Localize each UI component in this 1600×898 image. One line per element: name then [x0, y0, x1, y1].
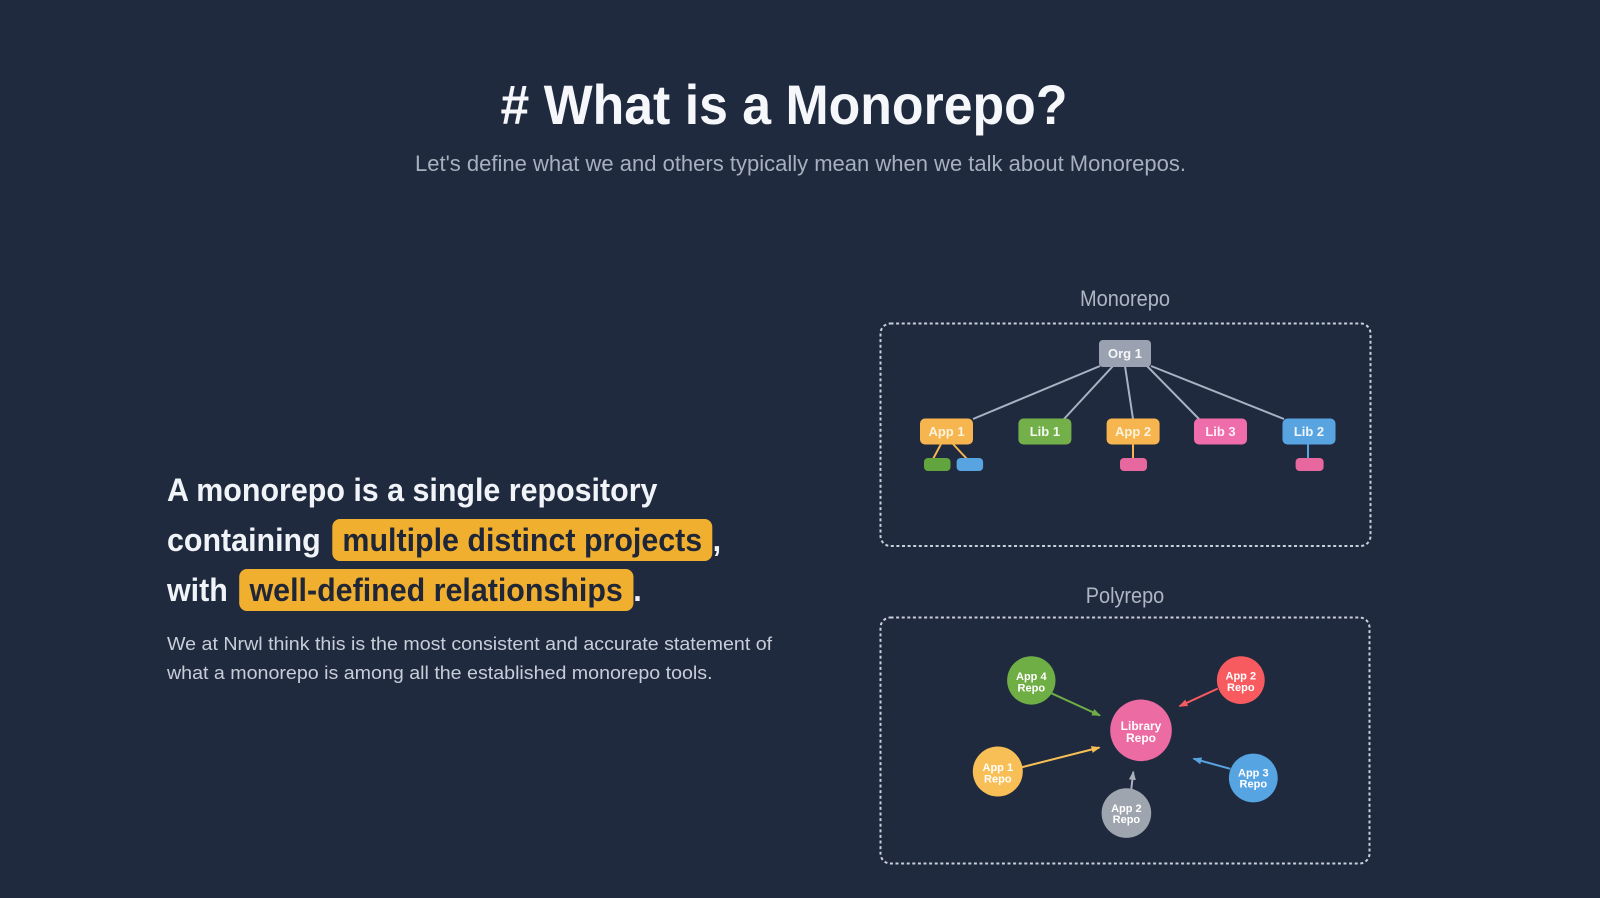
svg-text:Repo: Repo [1240, 779, 1268, 791]
svg-text:Lib 3: Lib 3 [1205, 424, 1235, 439]
svg-text:Monorepo: Monorepo [1080, 286, 1170, 311]
svg-text:App 2: App 2 [1226, 671, 1257, 683]
svg-text:Repo: Repo [1018, 682, 1046, 694]
svg-text:Lib 2: Lib 2 [1294, 424, 1324, 439]
svg-text:App 2: App 2 [1111, 803, 1142, 815]
svg-text:Lib 1: Lib 1 [1030, 424, 1060, 439]
svg-text:App 3: App 3 [1238, 767, 1269, 779]
svg-text:Library: Library [1121, 719, 1162, 733]
svg-text:App 1: App 1 [928, 424, 964, 439]
svg-text:Polyrepo: Polyrepo [1086, 583, 1165, 608]
svg-text:Repo: Repo [1227, 682, 1255, 694]
svg-text:App 4: App 4 [1016, 671, 1047, 683]
svg-text:App 1: App 1 [983, 762, 1014, 774]
svg-text:Repo: Repo [1126, 731, 1156, 745]
svg-text:Org 1: Org 1 [1108, 346, 1142, 361]
svg-text:App 2: App 2 [1115, 424, 1151, 439]
svg-text:Repo: Repo [984, 774, 1012, 786]
svg-text:Repo: Repo [1113, 814, 1141, 826]
